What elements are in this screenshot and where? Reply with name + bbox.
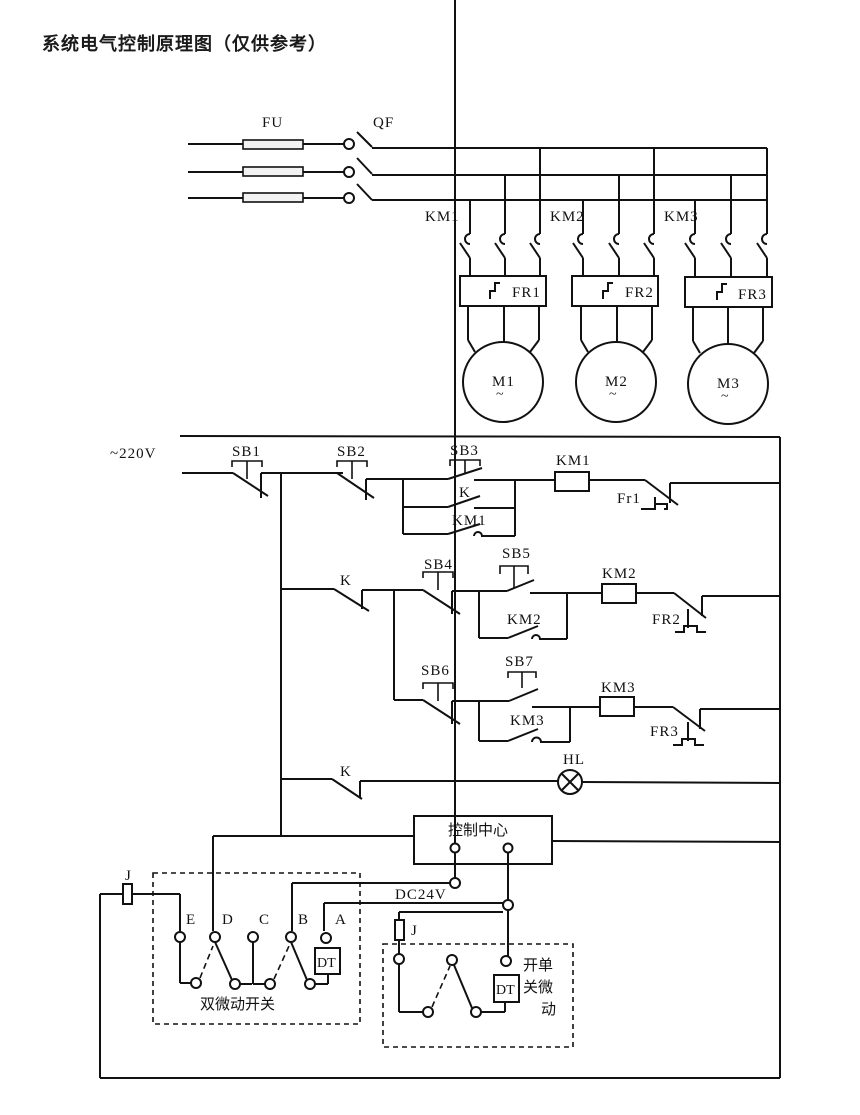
single-micro-switch: J DT 开单 关微 动 [382, 910, 574, 1048]
motor-m1 [462, 341, 544, 423]
feeder-3: KM3 FR3 M3 ~ [664, 148, 773, 425]
coil-km3 [599, 696, 635, 717]
motor-m2 [575, 341, 657, 423]
svg-text:K: K [459, 485, 471, 501]
svg-text:~: ~ [496, 387, 504, 402]
overload-label-fr1: FR1 [512, 285, 541, 301]
svg-text:DT: DT [496, 983, 515, 998]
terminal-b-label: B [298, 912, 309, 928]
double-micro-switch: E D C B A DT 双微动开关 [152, 836, 361, 1025]
motor-label-m2: M2 [605, 374, 628, 390]
overload-contact-fr1: Fr1 [617, 491, 641, 507]
svg-text:K: K [340, 764, 352, 780]
contactor-label-km2: KM2 [550, 209, 585, 225]
svg-text:J: J [411, 923, 418, 939]
motor-label-m1: M1 [492, 374, 515, 390]
single-micro-switch-caption-line2: 关微 [523, 978, 553, 996]
rung-km2: K SB4 SB5 KM2 KM2 [281, 546, 780, 700]
relay-coil-j-single [394, 919, 405, 941]
terminal-a-label: A [335, 912, 347, 928]
terminal-e [174, 931, 186, 943]
diagram-title: 系统电气控制原理图（仅供参考） [42, 34, 327, 55]
overload-contact-fr3: FR3 [650, 724, 679, 740]
terminal-d-label: D [222, 912, 234, 928]
terminal-e-label: E [186, 912, 196, 928]
overload-label-fr2: FR2 [625, 285, 654, 301]
coil-label-km2: KM2 [602, 566, 637, 582]
solenoid-dt-double [314, 947, 341, 975]
svg-text:K: K [340, 573, 352, 589]
svg-text:~: ~ [721, 389, 729, 404]
fuse-1 [188, 139, 344, 150]
lamp-label: HL [563, 752, 585, 768]
coil-label-km1: KM1 [556, 453, 591, 469]
fuse-2 [188, 166, 344, 177]
motor-m3 [687, 343, 769, 425]
svg-text:SB5: SB5 [502, 546, 531, 562]
fuse-label: FU [262, 115, 283, 131]
power-circuit: FU QF [188, 115, 773, 425]
contactor-label-km3: KM3 [664, 209, 699, 225]
feeder-2: KM2 FR2 M2 ~ [550, 148, 659, 423]
single-micro-switch-caption-line3: 动 [541, 1000, 556, 1018]
svg-text:KM2: KM2 [507, 612, 542, 628]
single-micro-switch-caption-line1: 开单 [523, 956, 553, 974]
overload-contact-fr2: FR2 [652, 612, 681, 628]
terminal-d [209, 931, 221, 943]
solenoid-dt-single [493, 974, 520, 1003]
rung-km1: SB3 K KM1 KM1 Fr1 [402, 443, 780, 537]
svg-text:SB4: SB4 [424, 557, 453, 573]
rung-km3: SB6 SB7 KM3 KM3 FR3 [394, 654, 780, 746]
terminal-a [320, 932, 332, 944]
svg-text:KM3: KM3 [510, 713, 545, 729]
terminal-c-label: C [259, 912, 270, 928]
relay-coil-j-loop: J [99, 868, 780, 1079]
dc-supply-label: DC24V [395, 887, 447, 903]
svg-text:SB7: SB7 [505, 654, 534, 670]
coil-km1 [554, 471, 590, 492]
double-micro-switch-caption: 双微动开关 [200, 995, 275, 1013]
svg-text:DT: DT [317, 956, 336, 971]
stop-button-sb1: SB1 [182, 444, 343, 498]
indicator-lamp-hl [557, 769, 583, 795]
svg-text:~: ~ [609, 387, 617, 402]
svg-text:SB1: SB1 [232, 444, 261, 460]
fuse-3 [188, 192, 344, 203]
terminal-b [285, 931, 297, 943]
terminal-c [247, 931, 259, 943]
breaker-label: QF [373, 115, 394, 131]
coil-km2 [601, 583, 637, 604]
stop-button-sb2: SB2 [336, 444, 403, 500]
contactor-label-km1: KM1 [425, 209, 460, 225]
supply-label: ~220V [110, 446, 156, 462]
control-center-label: 控制中心 [448, 821, 508, 839]
overload-label-fr3: FR3 [738, 287, 767, 303]
svg-text:SB6: SB6 [421, 663, 450, 679]
svg-text:J: J [125, 868, 132, 884]
relay-coil-j [122, 883, 133, 905]
svg-text:SB2: SB2 [337, 444, 366, 460]
motor-label-m3: M3 [717, 376, 740, 392]
svg-text:SB3: SB3 [450, 443, 479, 459]
breaker-qf [343, 131, 373, 204]
feeder-1: KM1 FR1 M1 ~ [425, 148, 547, 423]
control-circuit: ~220V SB1 SB2 SB3 [99, 0, 781, 1079]
rung-lamp: K HL [281, 752, 781, 800]
coil-label-km3: KM3 [601, 680, 636, 696]
